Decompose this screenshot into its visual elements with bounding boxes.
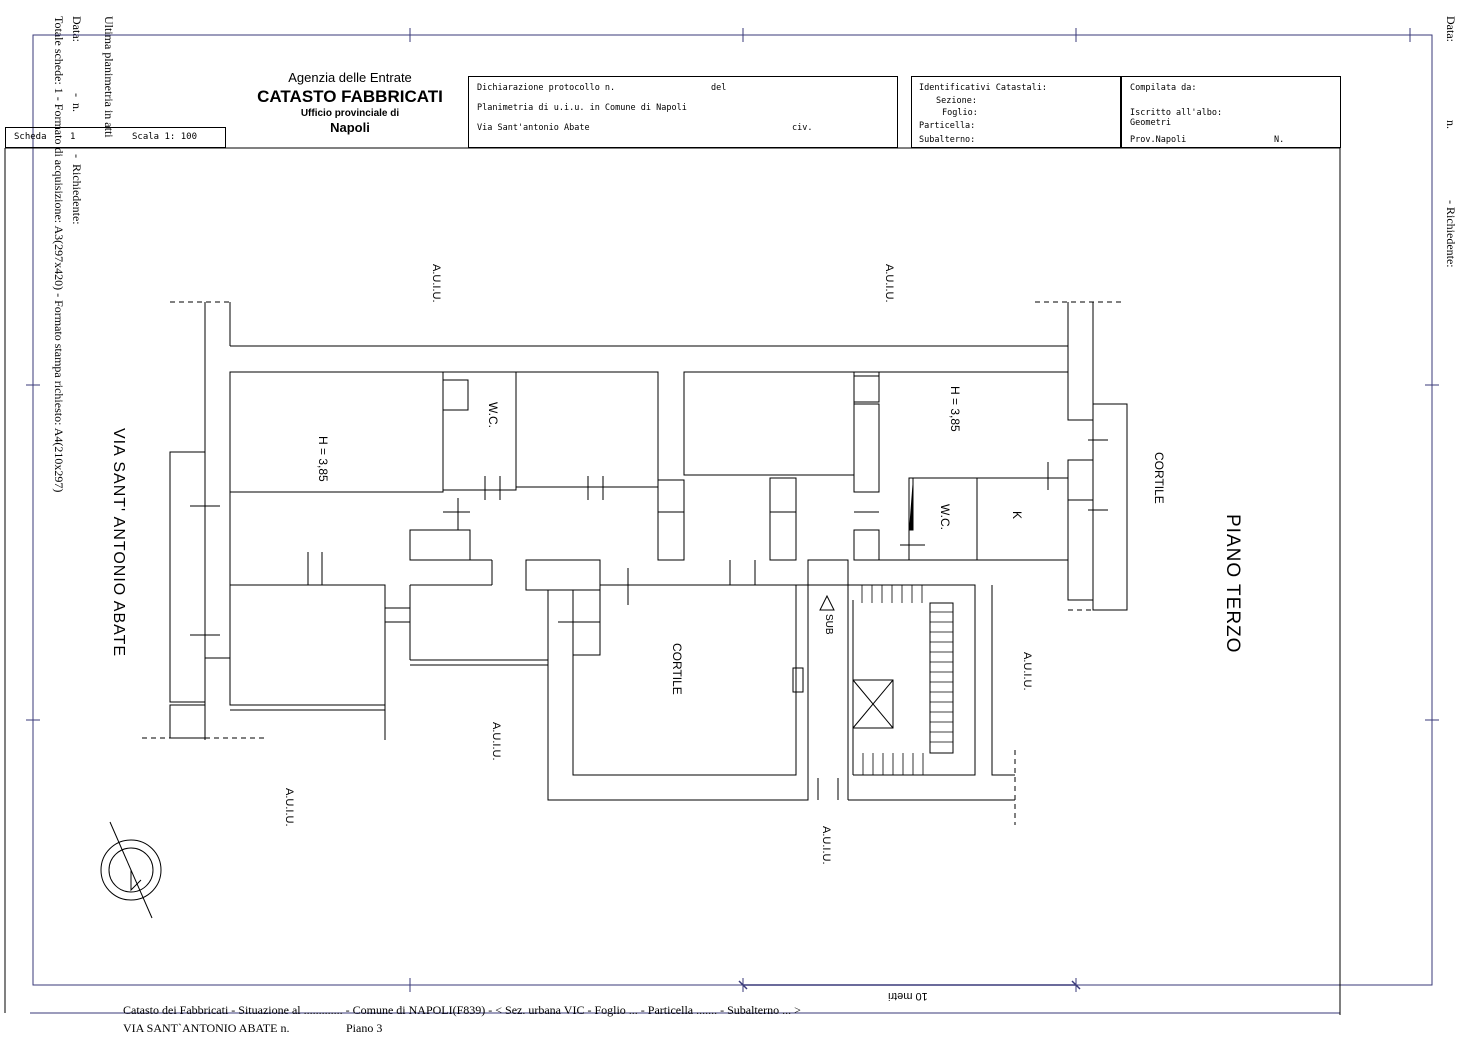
scheda-number: 1 — [70, 132, 76, 142]
wc-label-left: W.C. — [486, 402, 500, 428]
stair-treads — [852, 585, 953, 775]
scheda-label: Scheda — [14, 132, 47, 142]
piano-label: PIANO TERZO — [1222, 514, 1243, 654]
civ-label: civ. — [792, 123, 813, 133]
compilata-box: Compilata da: Iscritto all'albo: Geometr… — [1121, 76, 1341, 148]
scale-bar — [738, 980, 1081, 990]
auiu-label-right: A.U.I.U. — [1021, 652, 1033, 691]
door-openings — [190, 375, 1108, 800]
cortile-label-center: CORTILE — [670, 643, 684, 695]
scheda-box: Scheda 1 Scala 1: 100 — [5, 127, 226, 148]
identificativi-box: Identificativi Catastali: Sezione: Fogli… — [911, 76, 1121, 148]
agency-header: Agenzia delle Entrate CATASTO FABBRICATI… — [250, 70, 450, 135]
compilata-title: Compilata da: — [1130, 83, 1197, 93]
sheet-frame — [26, 28, 1439, 1014]
footer-floor: Piano 3 — [346, 1021, 383, 1035]
n-label: N. — [1274, 135, 1285, 145]
walls — [142, 301, 1128, 825]
ufficio-label: Ufficio provinciale di — [300, 108, 400, 119]
auiu-label-top-right: A.U.I.U. — [883, 264, 895, 303]
height-label-right: H = 3,85 — [948, 386, 962, 432]
sezione-label: Sezione: — [936, 96, 977, 106]
scale-bar-label: 10 metri — [888, 990, 928, 1002]
identificativi-title: Identificativi Catastali: — [919, 83, 1047, 93]
iscritto-label: Iscritto all'albo: — [1130, 108, 1223, 118]
wc-label-right: W.C. — [938, 504, 952, 530]
city-label: Napoli — [330, 120, 370, 135]
auiu-label-bottom-left: A.U.I.U. — [283, 788, 295, 827]
height-label-left: H = 3,85 — [316, 436, 330, 482]
kitchen-label: K — [1010, 511, 1024, 520]
sub-label: SUB — [823, 614, 834, 635]
sub-arrow-icon — [819, 594, 835, 611]
protocollo-label: Dichiarazione protocollo n. — [477, 83, 616, 93]
dichiarazione-box: Dichiarazione protocollo n. del Planimet… — [468, 76, 898, 148]
cortile-label-right: CORTILE — [1152, 452, 1166, 504]
planimetria-label: Planimetria di u.i.u. in Comune di Napol… — [477, 103, 687, 113]
north-arrow-icon — [100, 821, 162, 919]
albo-value: Geometri — [1130, 118, 1171, 128]
footer-line-1: Catasto dei Fabbricati - Situazione al .… — [123, 1003, 801, 1017]
footer-address: VIA SANT`ANTONIO ABATE n. — [123, 1021, 290, 1035]
auiu-label-middle: A.U.I.U. — [490, 722, 502, 761]
subalterno-label: Subalterno: — [919, 135, 976, 145]
via-label: Via Sant'antonio Abate — [477, 123, 590, 133]
del-label: del — [711, 83, 727, 93]
scale-text: Scala 1: 100 — [132, 132, 198, 142]
auiu-label-bottom: A.U.I.U. — [820, 826, 832, 865]
catasto-title: CATASTO FABBRICATI — [257, 87, 443, 106]
inner-frame — [4, 147, 1341, 1015]
agency-name: Agenzia delle Entrate — [288, 70, 412, 85]
prov-label: Prov.Napoli — [1130, 135, 1187, 145]
auiu-label-top-left: A.U.I.U. — [430, 264, 442, 303]
particella-label: Particella: — [919, 121, 976, 131]
street-label: VIA SANT' ANTONIO ABATE — [110, 428, 127, 658]
foglio-label: Foglio: — [942, 108, 978, 118]
